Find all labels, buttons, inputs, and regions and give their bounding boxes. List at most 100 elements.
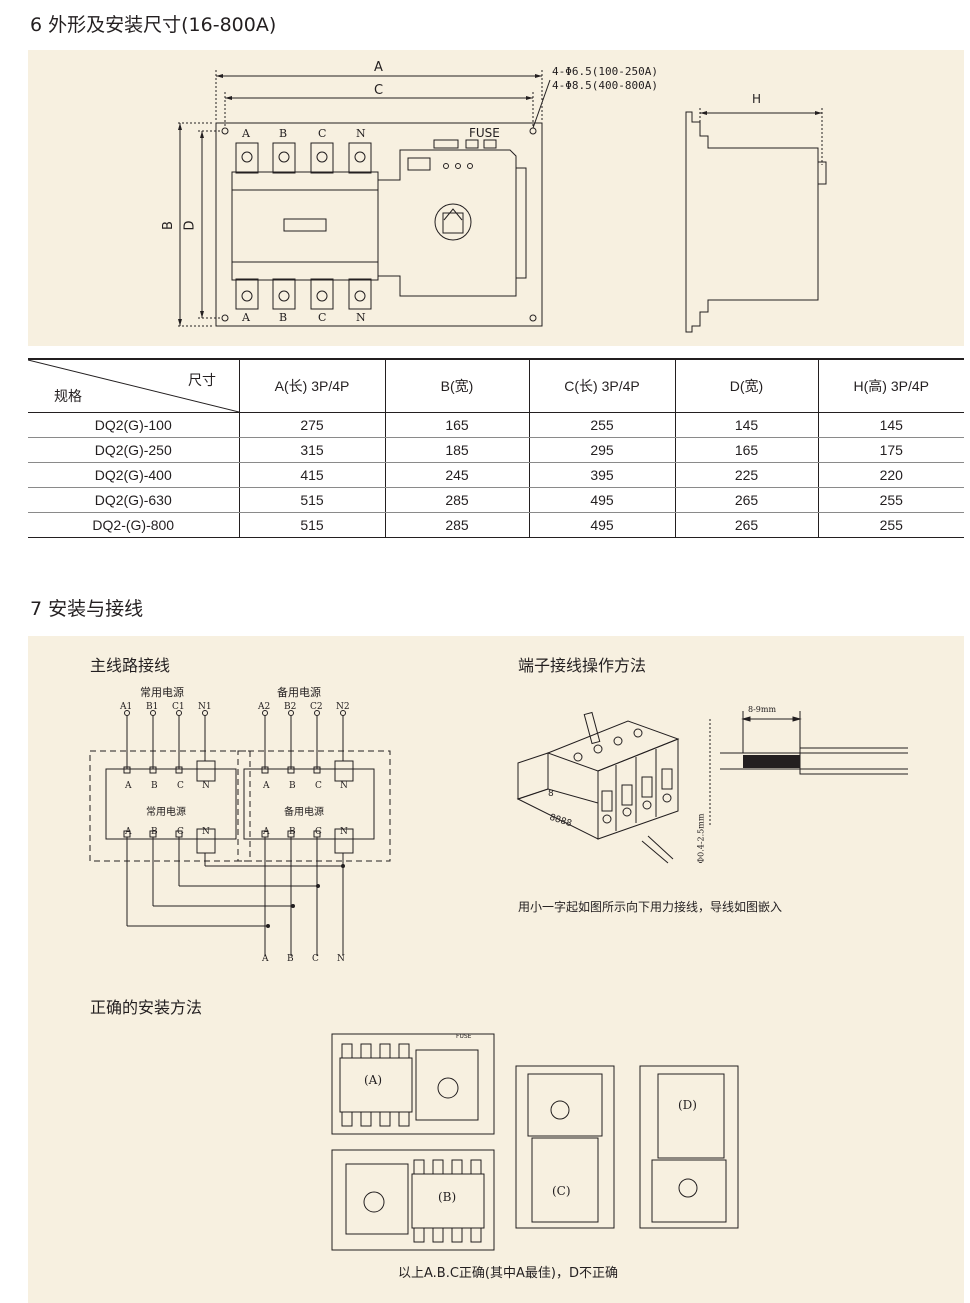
bottom-terminal-label-n: N bbox=[356, 311, 366, 324]
input-c1: C1 bbox=[172, 702, 185, 712]
table-cell: 415 bbox=[238, 462, 385, 488]
install-label-b: (B) bbox=[438, 1190, 457, 1204]
table-cell: 245 bbox=[384, 462, 529, 488]
normal-source-top-label: 常用电源 bbox=[140, 686, 184, 699]
terminal-a-bottom-2: A bbox=[263, 827, 270, 837]
table-cell: 255 bbox=[817, 487, 964, 513]
table-cell: 495 bbox=[528, 487, 675, 513]
col-header-h: H(高) 3P/4P bbox=[817, 360, 964, 413]
install-label-d: (D) bbox=[678, 1098, 697, 1112]
input-n2: N2 bbox=[336, 702, 350, 712]
bottom-terminal-label-a: A bbox=[242, 311, 250, 324]
input-c2: C2 bbox=[310, 702, 323, 712]
table-cell: DQ2-(G)-800 bbox=[28, 512, 239, 538]
terminal-a-top-2: A bbox=[263, 781, 270, 791]
input-n1: N1 bbox=[198, 702, 212, 712]
strip-length-label: 8-9mm bbox=[748, 705, 777, 714]
table-cell: 395 bbox=[528, 462, 675, 488]
table-corner-cell: 尺寸 规格 bbox=[28, 360, 239, 413]
input-a2: A2 bbox=[258, 702, 271, 712]
section-6-title: 6 外形及安装尺寸(16-800A) bbox=[30, 14, 277, 36]
dimension-table-wrap: 尺寸 规格 A(长) 3P/4P B(宽) C(长) 3P/4P D(宽) H(… bbox=[28, 358, 964, 538]
normal-source-device-label: 常用电源 bbox=[146, 807, 186, 818]
dim-label-b: B bbox=[160, 221, 176, 230]
table-cell: 515 bbox=[238, 487, 385, 513]
terminal-c-top-1: C bbox=[177, 781, 184, 791]
terminal-b-top-2: B bbox=[289, 781, 296, 791]
corner-top-label: 尺寸 bbox=[188, 372, 216, 388]
terminal-op-title: 端子接线操作方法 bbox=[518, 656, 647, 675]
dimension-drawing-panel: A C B D 4-Φ6.5(100-250A) 4-Φ8.5(400-800A… bbox=[28, 50, 964, 346]
table-cell: 285 bbox=[384, 487, 529, 513]
top-terminal-label-n: N bbox=[356, 127, 366, 140]
terminal-a-bottom-1: A bbox=[125, 827, 132, 837]
terminal-block-illustration bbox=[516, 711, 908, 864]
table-row: DQ2(G)-400 415 245 395 225 220 bbox=[28, 462, 964, 488]
table-cell: DQ2(G)-400 bbox=[28, 462, 239, 488]
table-cell: 495 bbox=[528, 512, 675, 538]
table-cell: 145 bbox=[817, 412, 964, 438]
table-cell: 515 bbox=[238, 512, 385, 538]
table-cell: 165 bbox=[674, 437, 818, 463]
col-header-b: B(宽) bbox=[384, 360, 529, 413]
installation-orientation-diagram bbox=[331, 1033, 739, 1251]
backup-source-device-label: 备用电源 bbox=[284, 807, 324, 818]
install-fuse-label-a: FUSE bbox=[456, 1033, 472, 1040]
table-cell: DQ2(G)-100 bbox=[28, 412, 239, 438]
dim-label-d: D bbox=[182, 220, 198, 231]
input-b1: B1 bbox=[146, 702, 159, 712]
terminal-n-top-2: N bbox=[340, 781, 348, 791]
terminal-b-top-1: B bbox=[151, 781, 158, 791]
output-b: B bbox=[287, 954, 294, 964]
terminal-n-bottom-2: N bbox=[340, 827, 348, 837]
top-terminal-label-b: B bbox=[279, 127, 288, 140]
table-cell: 165 bbox=[384, 412, 529, 438]
input-a1: A1 bbox=[120, 702, 133, 712]
terminal-c-top-2: C bbox=[315, 781, 322, 791]
wire-diameter-label: Φ0.4-2.5mm bbox=[696, 813, 706, 864]
table-row: DQ2(G)-630 515 285 495 265 255 bbox=[28, 487, 964, 513]
terminal-c-bottom-2: C bbox=[315, 827, 322, 837]
table-cell: 295 bbox=[528, 437, 675, 463]
table-cell: 315 bbox=[238, 437, 385, 463]
dim-label-c: C bbox=[374, 83, 384, 98]
table-cell: DQ2(G)-630 bbox=[28, 487, 239, 513]
col-header-c: C(长) 3P/4P bbox=[528, 360, 675, 413]
terminal-n-bottom-1: N bbox=[202, 827, 210, 837]
install-caption: 以上A.B.C正确(其中A最佳)，D不正确 bbox=[398, 1266, 618, 1281]
table-cell: 225 bbox=[674, 462, 818, 488]
section-7-title: 7 安装与接线 bbox=[30, 598, 144, 620]
dim-label-h: H bbox=[752, 92, 762, 106]
table-cell: 145 bbox=[674, 412, 818, 438]
backup-source-top-label: 备用电源 bbox=[277, 686, 321, 699]
installation-panel: 主线路接线 bbox=[28, 636, 964, 1303]
terminal-n-top-1: N bbox=[202, 781, 210, 791]
table-row: DQ2(G)-250 315 185 295 165 175 bbox=[28, 437, 964, 463]
terminal-a-top-1: A bbox=[125, 781, 132, 791]
dim-label-a: A bbox=[374, 60, 383, 75]
terminal-c-bottom-1: C bbox=[177, 827, 184, 837]
table-cell: 265 bbox=[674, 512, 818, 538]
terminal-b-bottom-1: B bbox=[151, 827, 158, 837]
table-cell: 265 bbox=[674, 487, 818, 513]
col-header-a: A(长) 3P/4P bbox=[238, 360, 385, 413]
hole-note-2: 4-Φ8.5(400-800A) bbox=[552, 79, 658, 92]
table-cell: 220 bbox=[817, 462, 964, 488]
table-cell: 185 bbox=[384, 437, 529, 463]
wiring-title: 主线路接线 bbox=[90, 656, 171, 675]
terminal-op-caption: 用小一字起如图所示向下用力接线，导线如图嵌入 bbox=[518, 900, 783, 914]
fuse-label: FUSE bbox=[469, 126, 500, 140]
top-terminal-label-c: C bbox=[318, 127, 327, 140]
install-title: 正确的安装方法 bbox=[90, 998, 203, 1017]
table-cell: 275 bbox=[238, 412, 385, 438]
wiring-diagram bbox=[89, 710, 391, 956]
table-row: DQ2-(G)-800 515 285 495 265 255 bbox=[28, 512, 964, 538]
table-cell: DQ2(G)-250 bbox=[28, 437, 239, 463]
install-label-a: (A) bbox=[364, 1073, 383, 1087]
bottom-terminal-label-b: B bbox=[279, 311, 288, 324]
output-a: A bbox=[262, 954, 269, 964]
terminal-b-bottom-2: B bbox=[289, 827, 296, 837]
corner-bottom-label: 规格 bbox=[54, 388, 82, 404]
table-row: DQ2(G)-100 275 165 255 145 145 bbox=[28, 412, 964, 438]
table-cell: 255 bbox=[817, 512, 964, 538]
